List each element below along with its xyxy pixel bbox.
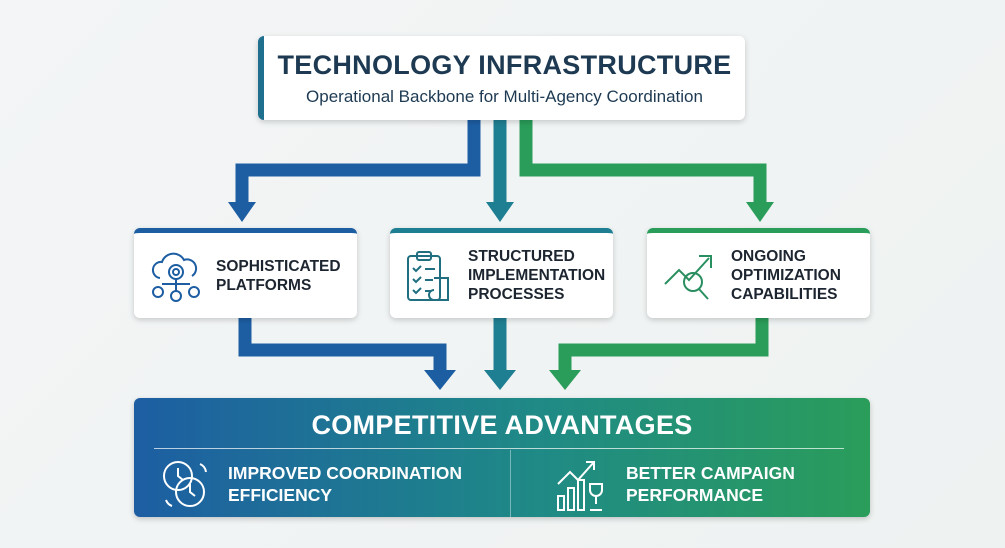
pillar-label: ONGOING OPTIMIZATION CAPABILITIES	[731, 248, 841, 303]
pillar-card-optimization: ONGOING OPTIMIZATION CAPABILITIES	[647, 228, 870, 318]
arrow-optimization-to-advantages	[558, 318, 769, 372]
advantage-coordination: IMPROVED COORDINATION EFFICIENCY	[158, 456, 478, 512]
clipboard-checklist-icon	[407, 250, 449, 301]
divider	[510, 450, 511, 517]
arrow-to-platforms	[235, 120, 481, 205]
advantage-performance: BETTER CAMPAIGN PERFORMANCE	[554, 456, 826, 512]
chart-trophy-icon	[557, 461, 603, 511]
cloud-gears-icon	[151, 252, 200, 302]
arrow-platforms-to-advantages	[238, 318, 447, 372]
advantage-label: BETTER CAMPAIGN PERFORMANCE	[626, 463, 795, 505]
divider	[154, 448, 844, 449]
advantage-label: IMPROVED COORDINATION EFFICIENCY	[228, 463, 462, 505]
page-title: TECHNOLOGY INFRASTRUCTURE	[277, 50, 732, 80]
pillar-card-processes: STRUCTURED IMPLEMENTATION PROCESSES	[390, 228, 613, 318]
pillar-label: STRUCTURED IMPLEMENTATION PROCESSES	[468, 248, 606, 303]
trend-magnifier-icon	[664, 254, 712, 300]
title-box: TECHNOLOGY INFRASTRUCTURE Operational Ba…	[258, 36, 745, 120]
competitive-advantages-panel: COMPETITIVE ADVANTAGES IMPROVED COORDINA…	[134, 398, 870, 517]
page-subtitle: Operational Backbone for Multi-Agency Co…	[306, 87, 703, 106]
clocks-icon	[163, 461, 207, 507]
pillar-card-platforms: SOPHISTICATED PLATFORMS	[134, 228, 357, 318]
pillar-label: SOPHISTICATED PLATFORMS	[216, 257, 341, 294]
advantages-title: COMPETITIVE ADVANTAGES	[311, 410, 693, 440]
arrow-to-optimization	[519, 120, 767, 205]
